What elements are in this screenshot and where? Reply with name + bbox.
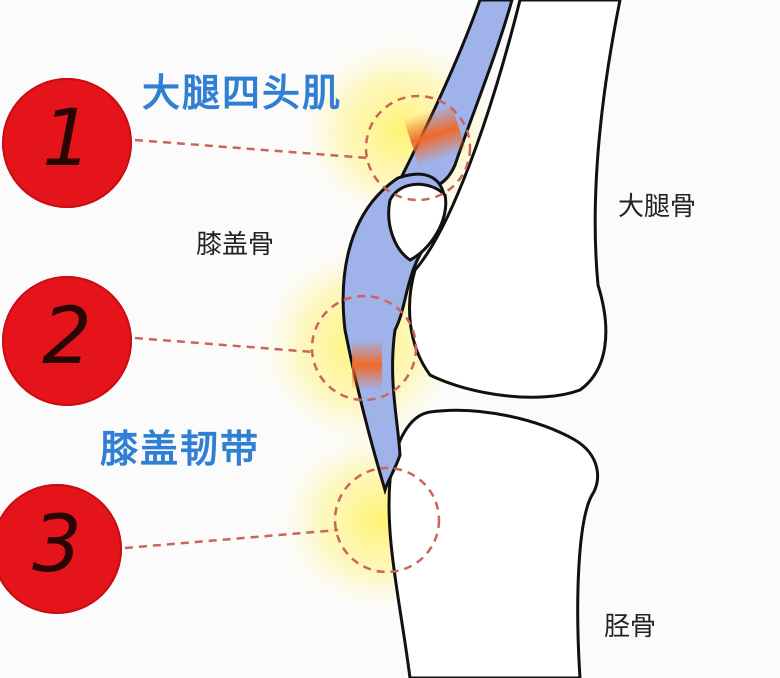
leader-line-2 (134, 336, 314, 354)
pain-spot-2 (352, 340, 382, 390)
label-patella: 膝盖骨 (196, 230, 275, 260)
dashed-circle-3 (333, 466, 441, 574)
label-femur: 大腿骨 (618, 192, 697, 222)
marker-1: 1 (2, 78, 132, 208)
marker-3: 3 (0, 484, 122, 614)
dashed-circle-1 (364, 94, 472, 202)
patella-bone (387, 182, 448, 262)
pain-spot-1 (403, 103, 467, 167)
label-patellar-ligament: 膝盖韧带 (100, 427, 261, 471)
leader-line-1 (134, 138, 369, 160)
marker-3-number: 3 (32, 500, 82, 590)
marker-2: 2 (2, 276, 132, 406)
tibia-bone (387, 408, 600, 678)
marker-1-number: 1 (42, 94, 92, 184)
femur-bone (408, 0, 622, 399)
label-quadriceps: 大腿四头肌 (142, 71, 343, 115)
leader-line-3 (124, 528, 339, 550)
dashed-circle-2 (310, 294, 418, 402)
marker-2-number: 2 (42, 292, 92, 382)
label-tibia: 胫骨 (604, 612, 657, 642)
